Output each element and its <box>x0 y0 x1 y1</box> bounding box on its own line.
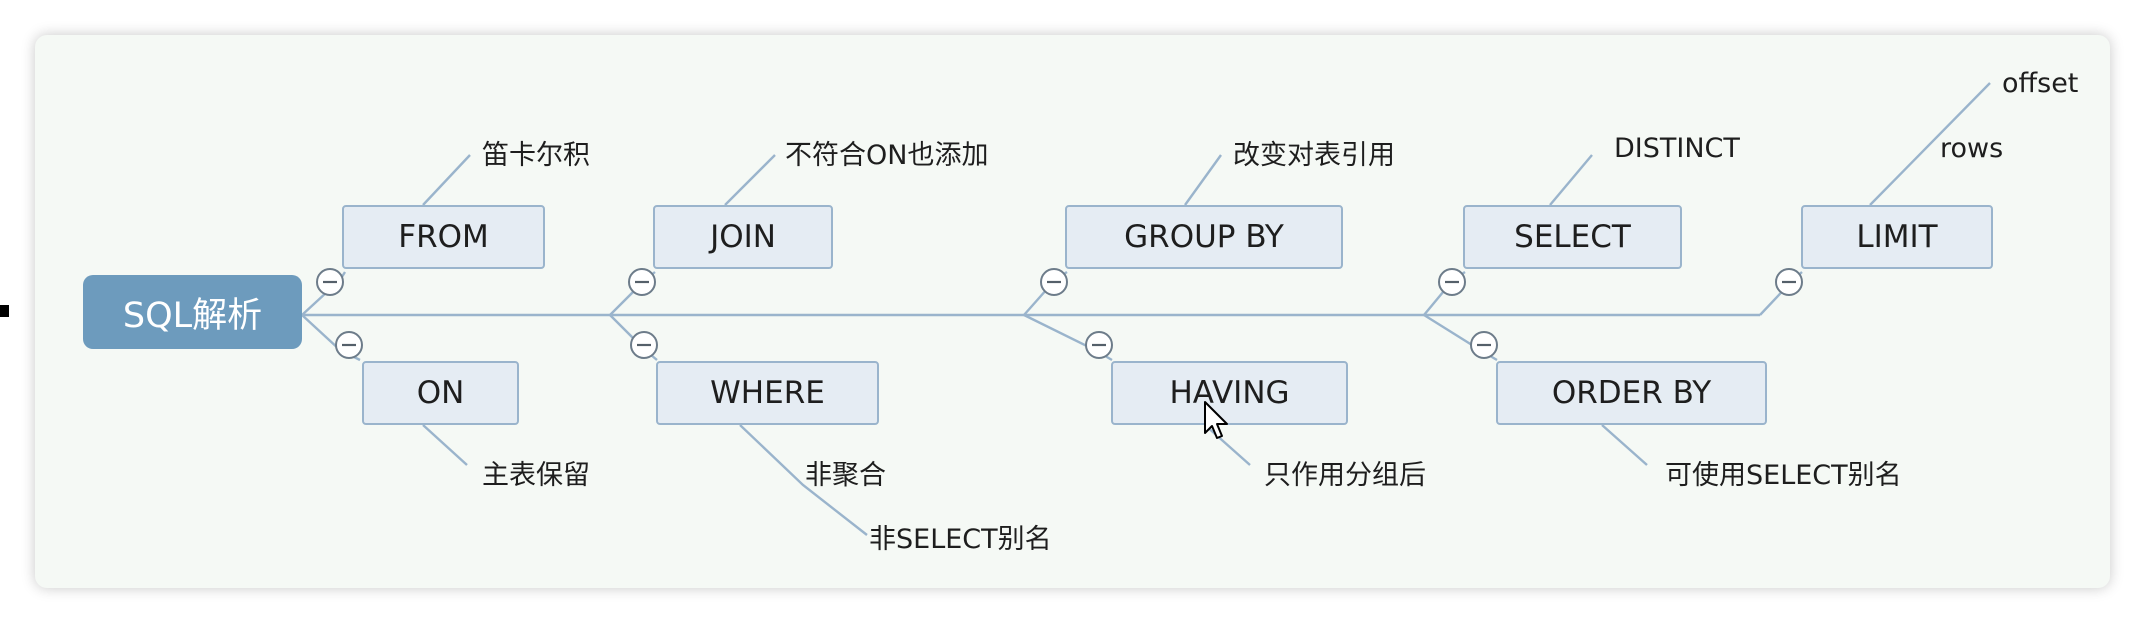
stem-on <box>422 424 468 466</box>
node-on[interactable]: ON <box>362 361 519 425</box>
node-join[interactable]: JOIN <box>653 205 833 269</box>
root-node[interactable]: SQL解析 <box>83 275 302 349</box>
leaf-limit-rows[interactable]: rows <box>1940 133 2004 164</box>
leaf-on[interactable]: 主表保留 <box>482 460 590 491</box>
leaf-group-by[interactable]: 改变对表引用 <box>1233 140 1395 171</box>
collapse-toggle-on[interactable] <box>335 331 363 359</box>
node-on-label: ON <box>416 375 465 411</box>
stem-order-by <box>1601 424 1648 466</box>
collapse-toggle-select[interactable] <box>1438 268 1466 296</box>
node-where[interactable]: WHERE <box>656 361 879 425</box>
leaf-order-by[interactable]: 可使用SELECT别名 <box>1665 460 1902 491</box>
leaf-where-2[interactable]: 非SELECT别名 <box>869 524 1052 555</box>
collapse-toggle-join[interactable] <box>628 268 656 296</box>
collapse-toggle-order-by[interactable] <box>1470 331 1498 359</box>
edge-marker <box>0 305 9 317</box>
node-limit[interactable]: LIMIT <box>1801 205 1993 269</box>
stem-group-by <box>1184 154 1222 206</box>
root-label: SQL解析 <box>122 295 263 336</box>
node-select-label: SELECT <box>1514 219 1631 255</box>
node-from-label: FROM <box>398 219 489 255</box>
node-from[interactable]: FROM <box>342 205 545 269</box>
node-limit-label: LIMIT <box>1856 219 1938 255</box>
collapse-toggle-where[interactable] <box>630 331 658 359</box>
node-having[interactable]: HAVING <box>1111 361 1348 425</box>
stem-where <box>739 424 868 536</box>
node-join-label: JOIN <box>710 219 776 255</box>
node-group-by-label: GROUP BY <box>1124 219 1284 255</box>
leaf-limit-offset[interactable]: offset <box>2002 68 2079 99</box>
node-select[interactable]: SELECT <box>1463 205 1682 269</box>
leaf-join[interactable]: 不符合ON也添加 <box>785 140 989 171</box>
stem-select <box>1549 154 1593 206</box>
leaf-from[interactable]: 笛卡尔积 <box>482 140 590 171</box>
collapse-toggle-from[interactable] <box>316 268 344 296</box>
connector-lines <box>301 82 1991 536</box>
stem-limit <box>1869 82 1991 206</box>
node-order-by[interactable]: ORDER BY <box>1496 361 1767 425</box>
mindmap-canvas: SQL解析 FROM ON JOIN WHERE GROUP BY HAVING… <box>35 35 2110 588</box>
node-order-by-label: ORDER BY <box>1551 375 1712 411</box>
leaf-select[interactable]: DISTINCT <box>1614 133 1740 164</box>
stem-join <box>724 154 776 206</box>
node-having-label: HAVING <box>1169 375 1290 411</box>
leaf-where-1[interactable]: 非聚合 <box>805 460 886 491</box>
mouse-pointer-icon <box>1204 401 1228 439</box>
stem-from <box>422 154 471 206</box>
leaf-having[interactable]: 只作用分组后 <box>1264 460 1426 491</box>
node-group-by[interactable]: GROUP BY <box>1065 205 1343 269</box>
collapse-toggle-group-by[interactable] <box>1040 268 1068 296</box>
node-where-label: WHERE <box>710 375 825 411</box>
stem-having <box>1204 424 1251 466</box>
collapse-toggle-having[interactable] <box>1085 331 1113 359</box>
collapse-toggle-limit[interactable] <box>1775 268 1803 296</box>
